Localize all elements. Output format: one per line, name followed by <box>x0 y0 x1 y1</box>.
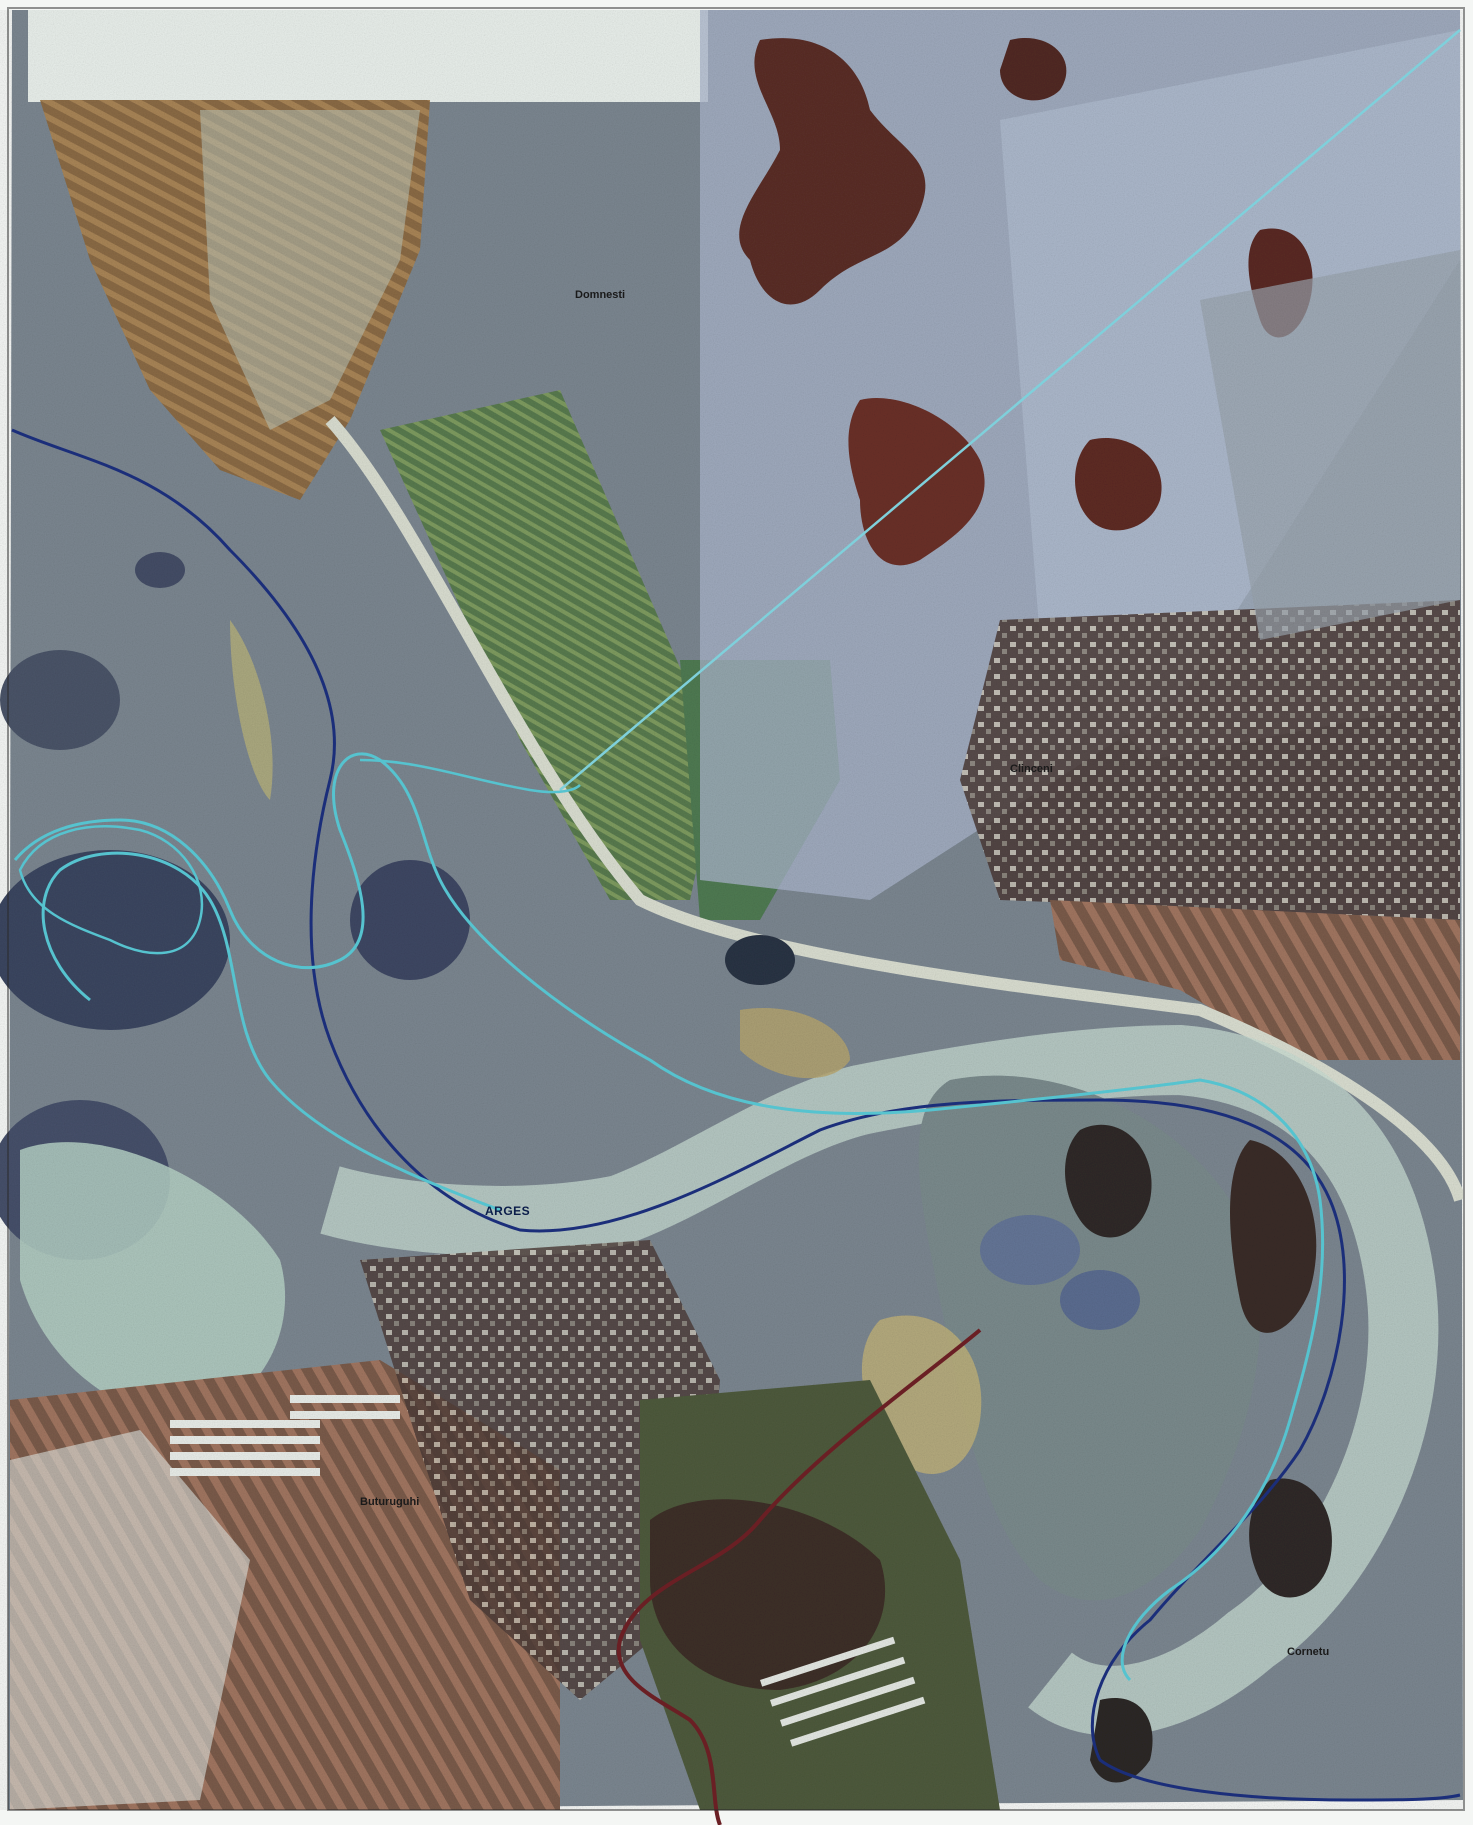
lake-small-1 <box>135 552 185 588</box>
label-domnesti: Domnesti <box>575 289 625 301</box>
wetland-patch-3 <box>1075 438 1162 531</box>
forest-east-light <box>1200 250 1460 640</box>
meander-dark-3 <box>1249 1478 1332 1598</box>
top-washed-area <box>28 10 708 102</box>
label-arges: ARGES <box>485 1204 530 1218</box>
fields-east <box>1050 900 1460 1060</box>
wetland-patch-5 <box>1000 38 1067 101</box>
label-cornetu: Cornetu <box>1287 1646 1329 1658</box>
sheet-frame <box>7 7 1465 1811</box>
label-bragadiru: Buturuguhi <box>360 1496 419 1508</box>
wetland-patch-2 <box>848 398 985 566</box>
boundary-line-northeast <box>559 29 1461 791</box>
clinceni-village <box>960 600 1460 920</box>
lake-southeast-3 <box>725 935 795 985</box>
main-road <box>325 415 1466 1202</box>
arges-floodplain <box>320 1024 1439 1736</box>
lakes-outline <box>18 825 204 955</box>
sandy-area-3 <box>230 620 273 800</box>
green-fields <box>380 390 720 900</box>
boundary-line-center <box>359 758 581 794</box>
fields-southwest-light <box>10 1430 250 1810</box>
lake-west-1 <box>0 850 230 1030</box>
farm-buildings-west <box>170 1395 400 1476</box>
river-course-new <box>13 752 1325 1682</box>
meander-dark-2 <box>1230 1140 1317 1333</box>
river-course-new-lower <box>41 851 501 1212</box>
dark-plot-south <box>650 1499 886 1690</box>
label-clinceni: Clinceni <box>1010 763 1053 775</box>
lake-west-3 <box>0 650 120 750</box>
village-south <box>360 1240 720 1700</box>
lake-southeast-2 <box>1060 1270 1140 1330</box>
lake-southeast-1 <box>980 1215 1080 1285</box>
sandy-area-2 <box>740 1008 850 1079</box>
meander-dark-1 <box>1065 1124 1152 1238</box>
imagery <box>0 10 1466 1810</box>
meander-wetland <box>918 1075 1261 1601</box>
floodplain-west <box>20 1142 286 1420</box>
wetland-patch-1 <box>739 38 926 305</box>
railway-track <box>616 1328 982 1825</box>
farm-buildings-south <box>760 1636 926 1747</box>
meander-dark-4 <box>1090 1698 1153 1783</box>
fields-northwest-overlay <box>200 110 420 430</box>
lake-center <box>350 860 470 980</box>
